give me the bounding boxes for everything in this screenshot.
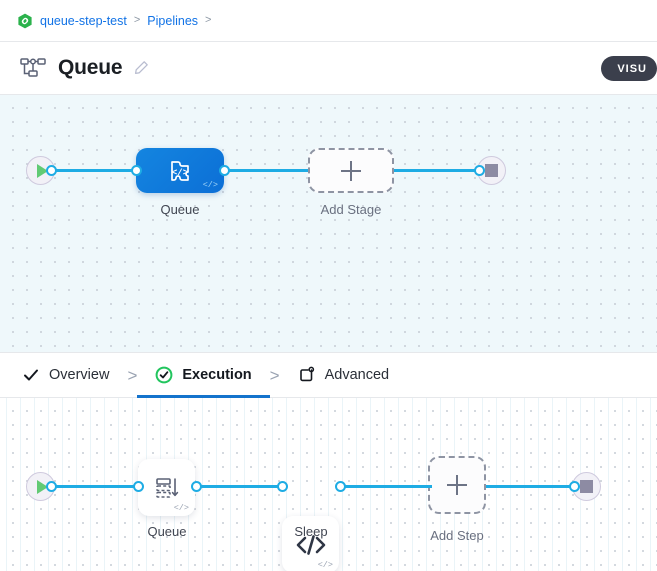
step-node-label-queue: Queue <box>147 524 187 539</box>
code-brackets-icon <box>296 534 325 555</box>
puzzle-code-icon: </> <box>171 160 189 181</box>
stage-queue-input-port[interactable] <box>131 165 142 176</box>
breadcrumb-separator: > <box>133 14 141 26</box>
edge-start-to-queue <box>51 169 139 172</box>
stage-start-output-port[interactable] <box>46 165 57 176</box>
plus-icon <box>456 475 458 495</box>
pipeline-graph-icon <box>20 58 46 77</box>
code-badge: </> <box>317 559 333 570</box>
play-icon <box>36 163 48 178</box>
tab-advanced[interactable]: Advanced <box>298 352 390 398</box>
code-badge: </> <box>202 179 218 190</box>
stop-square-icon <box>485 164 498 177</box>
svg-text:</>: </> <box>172 168 188 178</box>
stage-node-queue[interactable]: </> </> <box>136 148 224 193</box>
visualize-button-label: VISU <box>617 62 647 75</box>
step-node-label-sleep: Sleep <box>294 524 328 539</box>
tab-execution-label: Execution <box>182 367 252 383</box>
stop-square-icon <box>580 480 593 493</box>
add-step-node[interactable] <box>428 456 486 514</box>
plus-icon <box>350 160 352 181</box>
page-header: Queue VISU <box>0 42 657 95</box>
check-circle-icon <box>155 366 173 384</box>
step-node-sleep[interactable]: </> <box>282 516 339 571</box>
add-step-label: Add Step <box>430 528 484 543</box>
stage-end-input-port[interactable] <box>474 165 485 176</box>
play-icon <box>36 479 48 494</box>
edge-sleep-to-add-step <box>340 485 432 488</box>
step-sleep-output-port[interactable] <box>335 481 346 492</box>
step-canvas[interactable]: </> Queue </> Sleep Add Step <box>0 398 657 571</box>
tab-advanced-label: Advanced <box>324 367 390 383</box>
edge-queue-to-sleep <box>196 485 284 488</box>
edge-start-to-queue-step <box>51 485 139 488</box>
stage-node-label-queue: Queue <box>160 202 200 217</box>
breadcrumb-item-pipelines[interactable]: Pipelines <box>147 13 199 28</box>
breadcrumb: queue-step-test > Pipelines > <box>0 0 657 42</box>
project-link-badge-icon <box>18 13 32 28</box>
edge-add-stage-to-end <box>394 169 480 172</box>
add-stage-label: Add Stage <box>320 202 382 217</box>
step-queue-input-port[interactable] <box>133 481 144 492</box>
edge-queue-to-add-stage <box>222 169 308 172</box>
stage-canvas[interactable]: </> </> Queue Add Stage <box>0 95 657 352</box>
stage-end-node[interactable] <box>477 156 506 185</box>
queue-stack-icon <box>155 477 178 498</box>
tab-separator-arrow: > <box>127 365 138 385</box>
check-icon <box>24 369 38 381</box>
settings-square-icon <box>299 366 314 382</box>
step-start-output-port[interactable] <box>46 481 57 492</box>
stage-queue-output-port[interactable] <box>219 165 230 176</box>
visualize-button[interactable]: VISU <box>601 56 657 81</box>
tab-execution[interactable]: Execution <box>137 352 271 398</box>
page-title: Queue <box>58 56 123 79</box>
step-queue-output-port[interactable] <box>191 481 202 492</box>
step-node-queue[interactable]: </> <box>138 459 195 516</box>
breadcrumb-item-project[interactable]: queue-step-test <box>40 13 127 28</box>
step-tabs: Overview > Execution > Advanced <box>0 352 657 398</box>
tab-separator-arrow: > <box>269 365 280 385</box>
tab-overview-label: Overview <box>49 367 110 383</box>
add-stage-node[interactable] <box>308 148 394 193</box>
edge-add-step-to-end <box>486 485 576 488</box>
code-badge: </> <box>173 502 189 513</box>
breadcrumb-separator: > <box>205 14 212 26</box>
tab-overview[interactable]: Overview <box>22 352 109 398</box>
pencil-icon[interactable] <box>133 60 149 76</box>
step-sleep-input-port[interactable] <box>277 481 288 492</box>
step-end-input-port[interactable] <box>569 481 580 492</box>
